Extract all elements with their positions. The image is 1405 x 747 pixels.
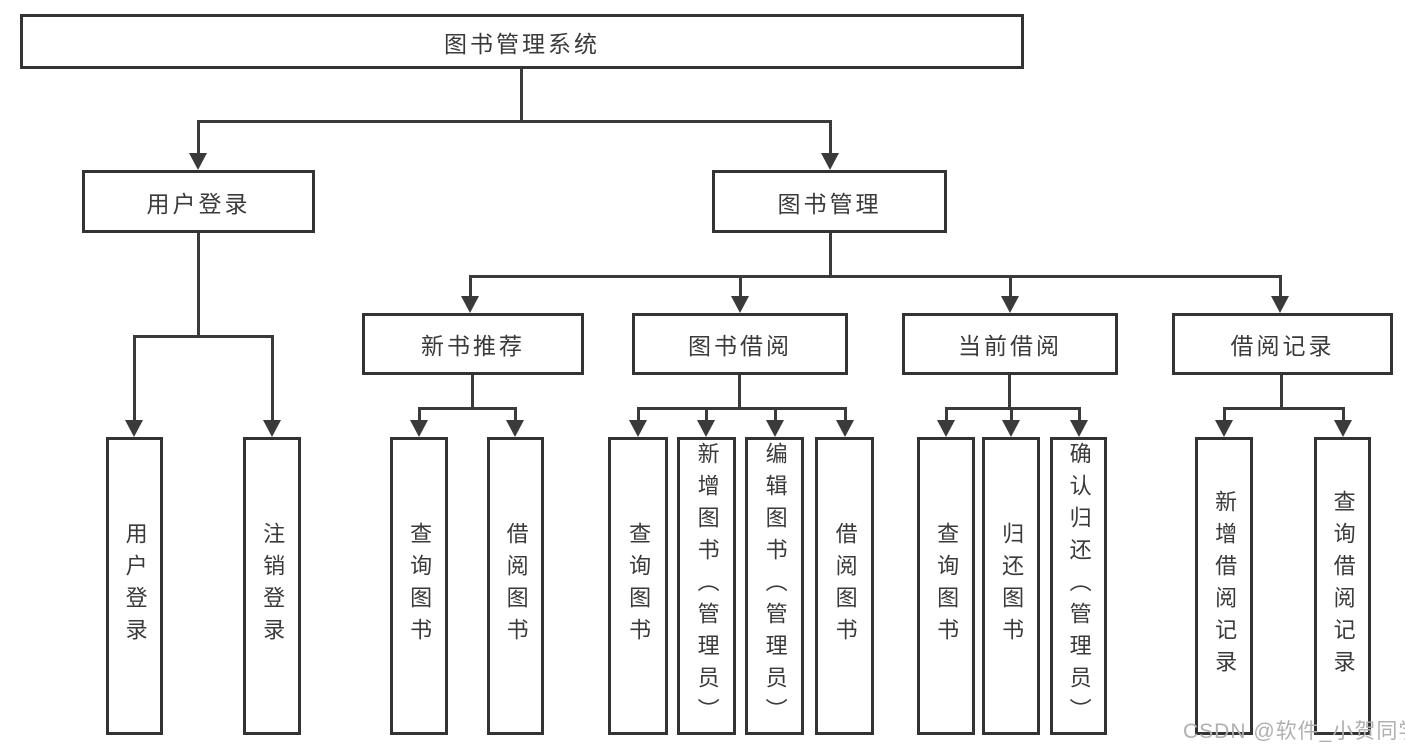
node-query-books-current-label: 查询图书 <box>934 522 960 650</box>
node-query-books-recommend-label: 查询图书 <box>407 522 433 650</box>
connector-drop <box>1078 407 1081 420</box>
connector-drop <box>514 407 517 420</box>
arrow-down-icon <box>821 153 839 170</box>
node-book-borrowing: 图书借阅 <box>632 313 848 375</box>
arrow-down-icon <box>410 420 428 437</box>
node-return-books-label: 归还图书 <box>999 522 1025 650</box>
arrow-down-icon <box>629 420 647 437</box>
connector-drop <box>945 407 948 420</box>
connector-drop <box>637 407 640 420</box>
arrow-down-icon <box>1271 296 1289 313</box>
connector-drop <box>1342 407 1345 420</box>
node-root: 图书管理系统 <box>20 14 1024 69</box>
arrow-down-icon <box>836 420 854 437</box>
node-query-books-current: 查询图书 <box>917 437 975 735</box>
connector-user-login-stem <box>197 233 200 338</box>
arrow-down-icon <box>1002 420 1020 437</box>
node-confirm-return-admin: 确认归还（管理员） <box>1050 437 1107 735</box>
node-borrow-books-recommend: 借阅图书 <box>487 437 544 735</box>
connector-drop <box>774 407 777 420</box>
connector-current-borrowing-stem <box>1008 375 1011 410</box>
node-user-login-label: 用户登录 <box>146 190 251 217</box>
node-borrow-records: 借阅记录 <box>1172 313 1393 375</box>
arrow-down-icon <box>125 420 143 437</box>
connector-drop <box>1009 275 1012 296</box>
connector-borrow-records-bus <box>1223 407 1345 410</box>
node-return-books: 归还图书 <box>982 437 1040 735</box>
node-confirm-return-admin-label: 确认归还（管理员） <box>1066 442 1092 730</box>
connector-drop <box>133 335 136 420</box>
node-user-login: 用户登录 <box>82 170 315 233</box>
node-borrow-books-borrowing-label: 借阅图书 <box>832 522 858 650</box>
connector-book-borrowing-stem <box>738 375 741 410</box>
connector-new-book-stem <box>471 375 474 410</box>
node-edit-books-admin-label: 编辑图书（管理员） <box>762 442 788 730</box>
arrow-down-icon <box>461 296 479 313</box>
node-add-books-admin-label: 新增图书（管理员） <box>694 442 720 730</box>
connector-level1-bus <box>197 120 832 123</box>
arrow-down-icon <box>189 153 207 170</box>
arrow-down-icon <box>1334 420 1352 437</box>
node-new-book-recommend-label: 新书推荐 <box>421 333 525 359</box>
connector-book-management-stem <box>829 233 832 278</box>
arrow-down-icon <box>731 296 749 313</box>
arrow-down-icon <box>1001 296 1019 313</box>
arrow-down-icon <box>766 420 784 437</box>
node-root-label: 图书管理系统 <box>444 30 600 57</box>
node-current-borrowing: 当前借阅 <box>902 313 1118 375</box>
connector-user-login-bus <box>133 335 274 338</box>
node-logout-action-label: 注销登录 <box>260 522 286 650</box>
node-query-borrow-record: 查询借阅记录 <box>1314 437 1371 735</box>
arrow-down-icon <box>263 420 281 437</box>
node-book-management: 图书管理 <box>712 170 947 233</box>
connector-drop <box>705 407 708 420</box>
connector-drop <box>1010 407 1013 420</box>
node-query-books-borrowing: 查询图书 <box>608 437 668 735</box>
arrow-down-icon <box>506 420 524 437</box>
connector-borrow-records-stem <box>1280 375 1283 410</box>
arrow-down-icon <box>697 420 715 437</box>
connector-drop <box>1279 275 1282 296</box>
node-add-borrow-record: 新增借阅记录 <box>1195 437 1253 735</box>
node-new-book-recommend: 新书推荐 <box>362 313 584 375</box>
connector-current-borrowing-bus <box>945 407 1081 410</box>
node-borrow-books-borrowing: 借阅图书 <box>815 437 874 735</box>
connector-drop <box>1223 407 1226 420</box>
connector-book-borrowing-bus <box>637 407 847 410</box>
node-query-borrow-record-label: 查询借阅记录 <box>1330 490 1356 682</box>
connector-drop <box>418 407 421 420</box>
node-book-management-label: 图书管理 <box>777 190 882 217</box>
node-login-action-label: 用户登录 <box>122 522 148 650</box>
node-query-books-borrowing-label: 查询图书 <box>626 522 652 650</box>
node-edit-books-admin: 编辑图书（管理员） <box>745 437 804 735</box>
connector-new-book-bus <box>418 407 517 410</box>
connector-drop <box>844 407 847 420</box>
csdn-watermark: CSDN @软件_小贺同学 <box>1183 720 1405 743</box>
node-book-borrowing-label: 图书借阅 <box>688 333 792 359</box>
arrow-down-icon <box>1070 420 1088 437</box>
connector-drop <box>829 120 832 153</box>
node-add-books-admin: 新增图书（管理员） <box>677 437 736 735</box>
connector-drop <box>739 275 742 296</box>
node-current-borrowing-label: 当前借阅 <box>958 333 1062 359</box>
node-borrow-books-recommend-label: 借阅图书 <box>503 522 529 650</box>
connector-root-stem <box>520 69 523 123</box>
node-query-books-recommend: 查询图书 <box>390 437 448 735</box>
node-login-action: 用户登录 <box>106 437 163 735</box>
arrow-down-icon <box>937 420 955 437</box>
node-add-borrow-record-label: 新增借阅记录 <box>1212 490 1238 682</box>
connector-drop <box>271 335 274 420</box>
connector-drop <box>469 275 472 296</box>
connector-drop <box>197 120 200 153</box>
arrow-down-icon <box>1215 420 1233 437</box>
node-logout-action: 注销登录 <box>243 437 301 735</box>
connector-level2-bus <box>469 275 1282 278</box>
node-borrow-records-label: 借阅记录 <box>1230 333 1335 359</box>
